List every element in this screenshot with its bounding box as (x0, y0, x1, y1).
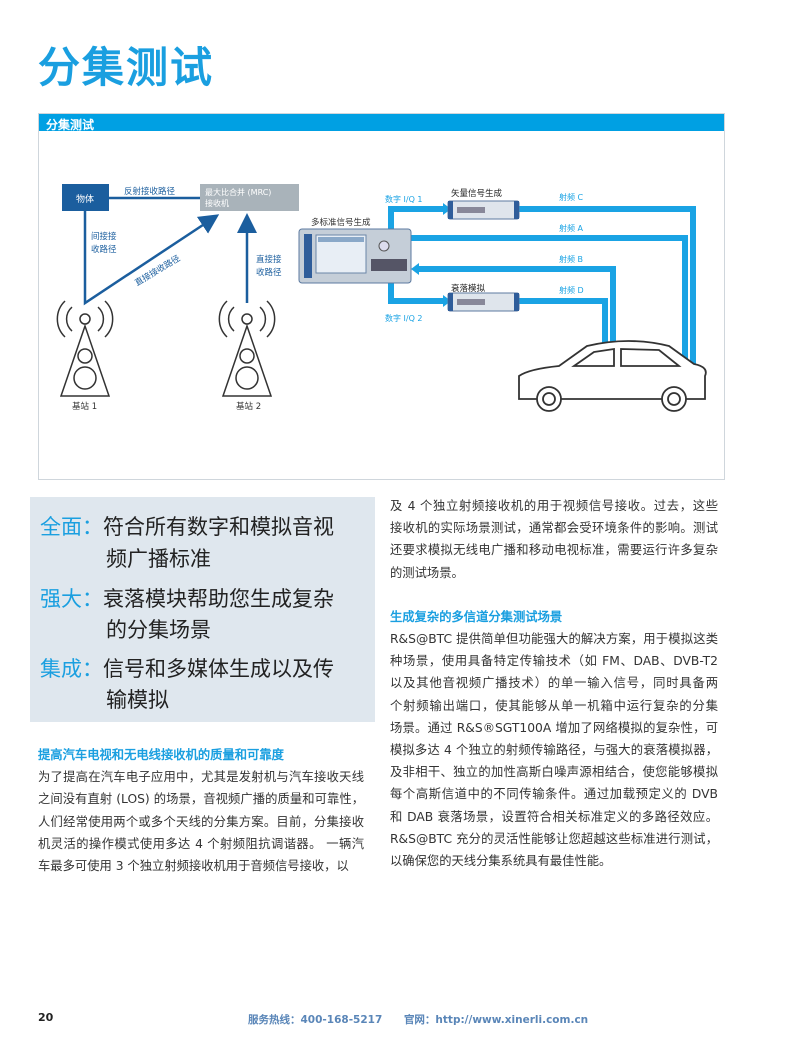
iq1-label: 数字 I/Q 1 (385, 194, 423, 204)
highlight-3-cont: 输模拟 (106, 688, 169, 712)
page-number: 20 (38, 1011, 54, 1024)
paragraph-line: 人们经常使用两个或多个天线的分集方案。目前，分集接收 (38, 814, 364, 829)
indirect-direct-path-line (83, 211, 220, 306)
vector-generator-icon (447, 200, 520, 220)
diversity-diagram: 分集测试 物体 最大比合并 (MRC) 接收机 反射接收路径 间接接 收路径 直… (38, 113, 725, 480)
section-heading: 提高汽车电视和无电线接收机的质量和可靠度 (38, 748, 284, 762)
fading-label: 衰落模拟 (451, 283, 486, 294)
paragraph-line: 及 4 个独立射频接收机的用于视频信号接收。过去，这些 (390, 499, 718, 513)
rf-b-path (417, 266, 616, 362)
rf-d-label: 射频 D (559, 285, 584, 295)
highlight-1: 全面：符合所有数字和模拟音视 (40, 511, 334, 541)
signal-paths (388, 206, 696, 376)
paragraph-line: 以确保您的天线分集系统具有最佳性能。 (390, 854, 612, 869)
paragraph-line: R&S@BTC 提供简单但功能强大的解决方案，用于模拟这类 (390, 632, 718, 647)
tower-2-icon (218, 300, 276, 397)
mrc-label-2: 接收机 (205, 198, 229, 208)
paragraph-line: 车最多可使用 3 个独立射频接收机用于音频信号接收，以 (38, 859, 349, 874)
direct-label-2: 收路径 (256, 267, 282, 278)
indirect-label-1: 间接接 (91, 231, 117, 242)
station-2-label: 基站 2 (236, 401, 261, 412)
paragraph-line: R&S@BTC 充分的灵活性能够让您超越这些标准进行测试， (390, 831, 718, 846)
footer: 服务热线：400-168-5217 官网：http://www.xinerli.… (248, 1012, 606, 1027)
paragraph-line: 的测试场景。 (390, 565, 464, 580)
paragraph-line: 和 DAB 衰落场景，设置符合相关标准定义的多路径效应。 (390, 809, 718, 824)
right-column: 及 4 个独立射频接收机的用于视频信号接收。过去，这些接收机的实际场景测试，通常… (390, 495, 718, 872)
highlight-text: 符合所有数字和模拟音视 (103, 515, 334, 539)
rf-a-path (411, 235, 688, 372)
paragraph-line: 每个高斯信道中的不同传输条件。通过加载预定义的 DVB (390, 787, 718, 802)
highlight-key: 集成： (40, 657, 103, 681)
rf-a-label: 射频 A (559, 223, 584, 233)
left-column: 提高汽车电视和无电线接收机的质量和可靠度 为了提高在汽车电子应用中，尤其是发射机… (38, 744, 364, 877)
highlight-key: 强大： (40, 587, 103, 611)
figure-title: 分集测试 (46, 118, 95, 132)
mrc-receiver-box (200, 184, 299, 211)
rf-b-label: 射频 B (559, 254, 583, 264)
highlight-2-cont: 的分集场景 (106, 618, 211, 642)
car-icon (518, 340, 707, 412)
iq1-path (388, 206, 443, 232)
multi-standard-generator-icon (298, 228, 412, 284)
object-box (62, 184, 109, 211)
paragraph-line: 种场景，使用具备特定传输技术（如 FM、DAB、DVB-T2 (390, 654, 718, 669)
figure-header: 分集测试 (39, 114, 724, 132)
paragraph-line: 接收机的实际场景测试，通常都会受环境条件的影响。测试 (390, 521, 718, 536)
iq2-path (388, 282, 443, 304)
fading-simulator-icon (447, 292, 520, 312)
paragraph-line: 以及其他音视频广播技术）的单一输入信号，同时具备两 (390, 676, 718, 691)
rf-c-label: 射频 C (559, 192, 584, 202)
station-1-label: 基站 1 (72, 401, 97, 412)
highlight-1-cont: 频广播标准 (106, 547, 211, 571)
diagram-svg: 物体 最大比合并 (MRC) 接收机 反射接收路径 间接接 收路径 直接接收路径… (56, 184, 707, 412)
highlight-2: 强大：衰落模块帮助您生成复杂 (40, 583, 334, 613)
highlight-text: 衰落模块帮助您生成复杂 (103, 587, 334, 611)
paragraph-line: 个射频输出端口，使其能够从单一机箱中运行复杂的分集 (390, 698, 718, 713)
direct-label-1: 直接接 (256, 254, 282, 265)
vector-gen-label: 矢量信号生成 (451, 188, 503, 199)
page-title: 分集测试 (38, 43, 215, 92)
highlight-3: 集成：信号和多媒体生成以及传 (40, 653, 334, 683)
indirect-label-2: 收路径 (91, 244, 117, 255)
website-link[interactable]: 官网：http://www.xinerli.com.cn (403, 1014, 589, 1026)
reflect-path-label: 反射接收路径 (124, 186, 176, 197)
paragraph-line: 还要求模拟无线电广播和移动电视标准，需要运行许多复杂 (390, 543, 718, 558)
object-label: 物体 (76, 193, 94, 205)
paragraph-line: 及非相干、独立的加性高斯白噪声源相结合，使您能够模拟 (390, 765, 718, 780)
tower-1-icon (56, 300, 114, 397)
rf-c-path (519, 206, 696, 376)
paragraph-line: 机灵活的操作模式使用多达 4 个射频阻抗调谐器。 一辆汽 (38, 836, 364, 851)
iq2-label: 数字 I/Q 2 (385, 313, 423, 323)
mrc-label-1: 最大比合并 (MRC) (205, 187, 271, 197)
hotline: 服务热线：400-168-5217 (248, 1014, 383, 1026)
multi-std-label: 多标准信号生成 (311, 217, 371, 228)
section-heading: 生成复杂的多信道分集测试场景 (390, 609, 563, 624)
highlight-key: 全面： (40, 515, 103, 539)
paragraph-line: 为了提高在汽车电子应用中，尤其是发射机与汽车接收天线 (38, 770, 364, 785)
paragraph-line: 之间没有直射 (LOS) 的场景，音视频广播的质量和可靠性， (38, 792, 364, 807)
highlight-text: 信号和多媒体生成以及传 (103, 657, 334, 681)
paragraph-line: 场景。通过 R&S®SGT100A 增加了网络模拟的复杂性，可 (390, 720, 718, 735)
direct-diag-label: 直接接收路径 (133, 253, 183, 289)
highlights-box: 全面：符合所有数字和模拟音视 频广播标准 强大：衰落模块帮助您生成复杂 的分集场… (30, 497, 375, 722)
paragraph-line: 模拟多达 4 个独立的射频传输路径，与强大的衰落模拟器， (390, 743, 718, 758)
